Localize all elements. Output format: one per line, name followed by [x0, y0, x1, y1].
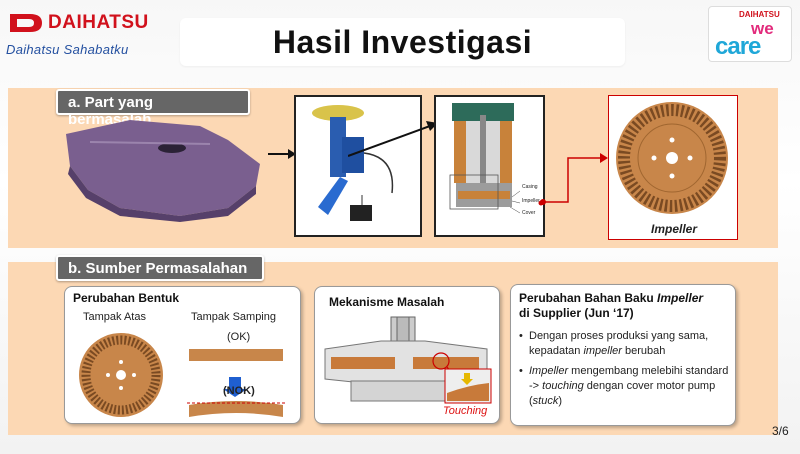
- touching-label: Touching: [443, 405, 488, 417]
- label-impeller: Impeller: [522, 198, 540, 204]
- card-shape-change: Perubahan Bentuk Tampak Atas Tampak Samp…: [64, 286, 301, 424]
- impeller-image-box: Impeller: [608, 95, 738, 240]
- mechanism-diagram: [324, 316, 492, 404]
- impeller-top-view-icon: [79, 333, 163, 417]
- impeller-icon: [616, 102, 728, 214]
- bullet-2: Impeller mengembang melebihi standard ->…: [519, 364, 733, 409]
- slide-title-box: Hasil Investigasi: [180, 18, 625, 66]
- arrow-right-icon: [268, 149, 296, 159]
- top-view-caption: Tampak Atas: [83, 311, 146, 323]
- card2-title: Mekanisme Masalah: [329, 295, 445, 309]
- card3-bullets: Dengan proses produksi yang sama, kepada…: [519, 329, 733, 414]
- we-care-brand: DAIHATSU: [739, 10, 780, 19]
- label-casing: Casing: [522, 184, 538, 190]
- daihatsu-logo: DAIHATSU Daihatsu Sahabatku: [6, 6, 149, 66]
- ok-label: (OK): [227, 331, 251, 343]
- pump-cutaway-image: Casing Impeller Cover: [434, 95, 545, 237]
- page-number: 3/6: [772, 424, 789, 438]
- arrow-pointer-icon: [348, 121, 438, 157]
- side-view-caption: Tampak Samping: [191, 311, 276, 323]
- we-care-word-we: we: [751, 19, 774, 38]
- impeller-caption: Impeller: [650, 222, 698, 236]
- fuel-tank-image: [66, 120, 260, 222]
- section-a-label: a. Part yang bermasalah: [56, 89, 250, 128]
- bullet-1: Dengan proses produksi yang sama, kepada…: [519, 329, 733, 359]
- we-care-logo: DAIHATSU we care: [708, 6, 792, 62]
- side-view-diagram: [187, 349, 287, 417]
- label-cover: Cover: [522, 210, 536, 216]
- section-b-label: b. Sumber Permasalahan: [56, 255, 264, 281]
- slide-title: Hasil Investigasi: [272, 23, 533, 60]
- fuel-pump-image: [294, 95, 422, 237]
- nok-label: (NOK): [223, 385, 255, 397]
- brand-name: DAIHATSU: [48, 12, 149, 33]
- card-problem-mechanism: Mekanisme Masalah Touching: [314, 286, 500, 424]
- we-care-word-care: care: [715, 33, 761, 60]
- red-connector-arrow-icon: [540, 153, 608, 205]
- card1-title: Perubahan Bentuk: [73, 291, 180, 305]
- daihatsu-d-icon: [10, 14, 42, 32]
- brand-tagline: Daihatsu Sahabatku: [6, 42, 129, 57]
